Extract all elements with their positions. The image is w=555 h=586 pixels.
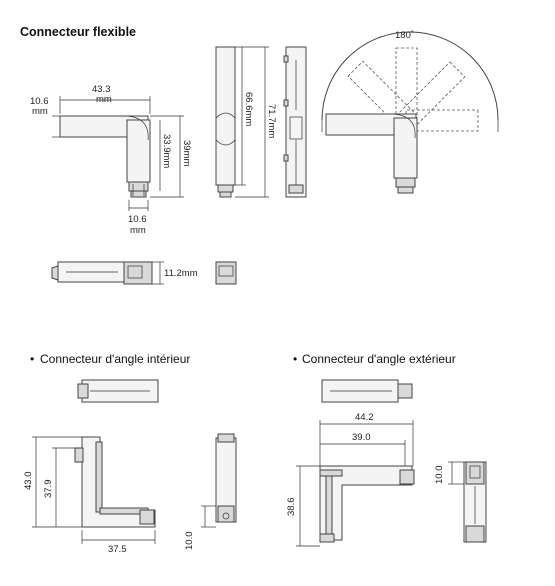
side-b-body [285,46,307,198]
dim-exterior-side-small: 10.0 [434,466,445,485]
ghost-arm-vertical [395,47,418,121]
dim-interior-height-inner: 37.9 [43,480,54,499]
flexible-plan-view: 11.2mm [51,261,237,285]
dim-interior-height-outer: 43.0 [23,472,34,491]
dim-flexible-left-thickness: 10.6 [30,96,49,107]
rotation-arc [321,31,499,121]
dim-exterior-width-outer: 44.2 [355,412,374,423]
flexible-front-view: 43.3 mm 10.6 mm 33.9mm 39mm 10.6 mm [30,84,192,236]
dim-exterior-width-inner: 39.0 [352,432,371,443]
title-connecteur-angle-interieur: Connecteur d'angle intérieur [40,352,190,366]
dim-flexible-bottom-width: 10.6 [128,214,147,225]
bullet-exterior: • [293,352,297,366]
flexible-vertical-arm [126,119,151,183]
exterior-l-shape [319,465,413,541]
flexible-side-view-a: 66.6mm 71.7mm [215,46,277,198]
dim-interior-width: 37.5 [108,544,127,555]
dim-flexible-side-height-inner: 66.6mm [243,92,254,126]
dim-interior-side-small: 10.0 [184,532,195,551]
dim-flexible-total-height: 39mm [181,140,192,166]
rotation-angle-label: 180˚ [395,30,414,41]
title-connecteur-flexible: Connecteur flexible [20,25,136,39]
bullet-interior: • [30,352,34,366]
dim-flexible-arm-height: 33.9mm [161,134,172,168]
plan-end-view [215,261,237,285]
dim-exterior-height: 38.6 [286,498,297,517]
flexible-foot [128,181,149,192]
rotation-vertical-solid [393,117,418,179]
dim-flexible-side-height-outer: 71.7mm [266,104,277,138]
dim-flexible-width: 43.3 [92,84,111,95]
ghost-arm-horizontal-right [405,109,479,132]
ghost-arm-left [347,60,415,128]
exterior-connector-drawing: 44.2 39.0 38.6 10.0 [286,379,487,547]
flexible-rotation-view: 180˚ [321,30,499,194]
dim-flexible-plan-height: 11.2mm [164,268,198,279]
dim-flexible-left-thickness-unit: mm [32,106,48,117]
title-connecteur-angle-exterieur: Connecteur d'angle extérieur [302,352,456,366]
interior-connector-drawing: 43.0 37.9 37.5 10.0 [23,379,237,555]
side-a-body [215,46,236,186]
flexible-side-view-b [283,46,307,198]
flexible-foot-tip [130,190,147,198]
dim-flexible-width-unit: mm [96,94,112,105]
dim-flexible-bottom-width-unit: mm [130,225,146,236]
flexible-hinge-curve [126,115,149,141]
plan-connector-head [123,261,153,285]
